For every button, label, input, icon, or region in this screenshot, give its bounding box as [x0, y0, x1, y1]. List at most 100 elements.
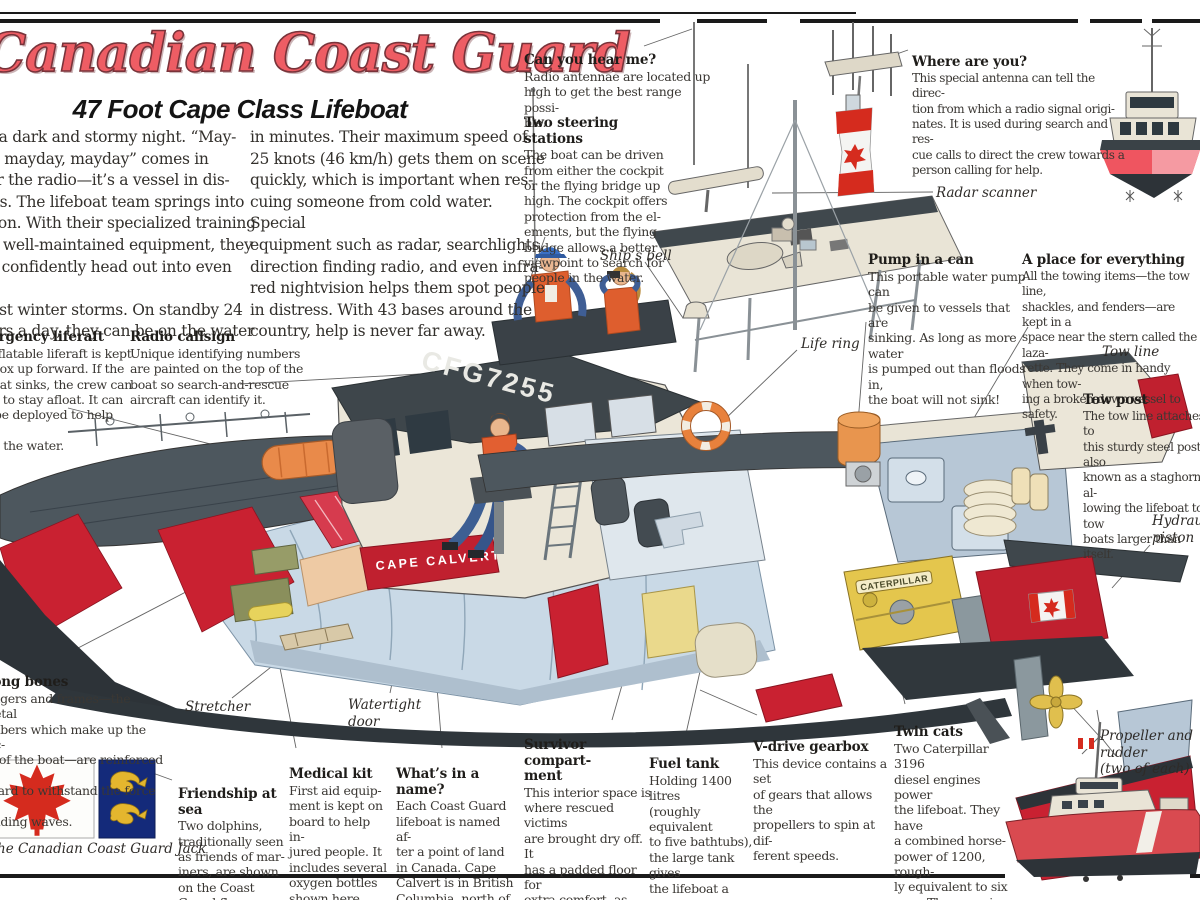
callout-body: Holding 1400 litres (roughly equivalent … [649, 772, 753, 900]
bottom-border-segment [1190, 874, 1200, 878]
cabin-steps [654, 511, 704, 549]
boat-name: CAPE CALVERT [375, 548, 502, 573]
callout-body: All the towing items—the tow line, shack… [1022, 268, 1197, 422]
callout-where-are-you: Where are you?This special antenna can t… [912, 40, 1127, 179]
callout-title: Where are you? [912, 54, 1027, 71]
cockpit-window [350, 418, 400, 462]
label-ships-bell: Ship’s bell [600, 248, 672, 264]
survivor-compartment-cutaway [641, 585, 701, 659]
callout-title: What’s in a name? [396, 766, 480, 798]
callout-body: This device contains a set of gears that… [753, 755, 887, 864]
lazarette-hatch [887, 457, 945, 503]
page-title: Canadian Coast Guard [0, 21, 631, 85]
callout-body: This special antenna can tell the direc-… [912, 70, 1125, 178]
fender-cans [1011, 467, 1049, 511]
hatch-lines [314, 488, 403, 541]
callout-title: Pump in a can [868, 252, 974, 269]
top-border-segment [1152, 19, 1200, 23]
stretcher-board [279, 623, 354, 651]
hull-frames [219, 494, 647, 691]
label-jack-caption: The Canadian Coast Guard Jack [0, 841, 207, 857]
callout-title: V-drive gearbox [753, 739, 869, 756]
callout-title: Strong bones [0, 674, 69, 691]
callout-body: The tow line attaches to this sturdy ste… [1083, 408, 1200, 562]
propeller-marks [1125, 190, 1183, 202]
hull-panel-red [547, 583, 609, 679]
label-stretcher: Stretcher [185, 699, 251, 715]
label-radar-scanner: Radar scanner [936, 185, 1037, 201]
callout-emergency-liferaft: Emergency liferaftAn inflatable liferaft… [0, 315, 141, 454]
canada-flag-on-hull [1028, 589, 1076, 623]
callout-title: Tow post [1083, 392, 1148, 409]
oxygen-bottle [248, 602, 293, 622]
callout-body: Stringers and frames—the skeletal member… [0, 690, 163, 830]
bulkhead [299, 544, 369, 607]
hull-panel-red [755, 673, 843, 723]
propeller [1029, 675, 1083, 729]
caterpillar-engine [843, 555, 969, 651]
callout-title: Medical kit [289, 766, 373, 783]
ships-bell-shape [682, 301, 710, 319]
callout-title: A place for everything [1022, 252, 1185, 269]
label-propeller-rudder: Propeller and rudder (two of each) [1100, 728, 1194, 777]
intro-column-1: It’s a dark and stormy night. “May- day,… [0, 128, 256, 341]
wheelhouse-roof [331, 351, 702, 444]
engine-brand: CATERPILLAR [860, 573, 929, 592]
callout-title: Radio callsign [130, 329, 235, 346]
callout-title: Fuel tank [649, 756, 719, 773]
hull-panel-red-hatched [299, 480, 434, 549]
callout-body: This interior space is where rescued vic… [524, 784, 651, 900]
callout-title: Friendship at sea [178, 786, 277, 818]
callout-title: Two steering stations [524, 115, 618, 147]
bottom-border-segment [0, 874, 1005, 878]
callout-body: Two dolphins, traditionally seen as frie… [178, 818, 285, 900]
intro-column-2: in minutes. Their maximum speed of 25 kn… [250, 128, 545, 341]
direction-finding-antenna [824, 22, 903, 186]
callout-can-you-hear-me: Can you hear me?Radio antennae are locat… [524, 38, 714, 130]
label-tow-line: Tow line [1102, 344, 1160, 360]
name-band [359, 533, 500, 591]
aft-deck [477, 431, 879, 493]
hull-interior [174, 494, 776, 706]
callout-strong-bones: Strong bonesStringers and frames—the ske… [0, 660, 170, 829]
wheelhouse [337, 361, 704, 599]
horn [781, 251, 803, 269]
cabin-seat [633, 498, 673, 548]
cabin-window [607, 394, 657, 438]
gearbox-shape [951, 593, 1003, 651]
bilge-floor [250, 640, 770, 705]
medical-kit-boxes [229, 544, 300, 623]
ladder [543, 447, 587, 561]
callout-body: Two Caterpillar 3196 diesel engines powe… [894, 740, 1014, 900]
portable-pump [837, 411, 881, 487]
callout-title: Can you hear me? [524, 52, 656, 69]
boat-registration: CFG7255 [418, 345, 559, 410]
radar-scanner-bar [667, 166, 764, 213]
deck-seams [29, 455, 446, 528]
callout-body: Radio antennae are located up high to ge… [524, 68, 711, 131]
callout-body: The boat can be driven from either the c… [524, 147, 668, 286]
top-border-segment [0, 19, 660, 23]
cabin-seat [590, 476, 630, 526]
lazarette-section [851, 409, 1073, 563]
callout-body: Each Coast Guard lifeboat is named af- t… [396, 798, 514, 900]
lazarette-hatch [951, 505, 1009, 551]
callout-body: First aid equip- ment is kept on board t… [289, 782, 387, 900]
engine-room: CATERPILLAR [843, 555, 1032, 651]
canada-flag-on-mast [835, 107, 875, 197]
label-hydraulic-piston: Hydraulic piston [1152, 513, 1200, 546]
cabin-window [544, 401, 597, 447]
flag-side-view [1078, 738, 1094, 749]
callout-body: This portable water pump can be given to… [868, 268, 1026, 408]
label-life-ring: Life ring [801, 336, 860, 352]
callout-title: Survivor compart- ment [524, 737, 592, 785]
